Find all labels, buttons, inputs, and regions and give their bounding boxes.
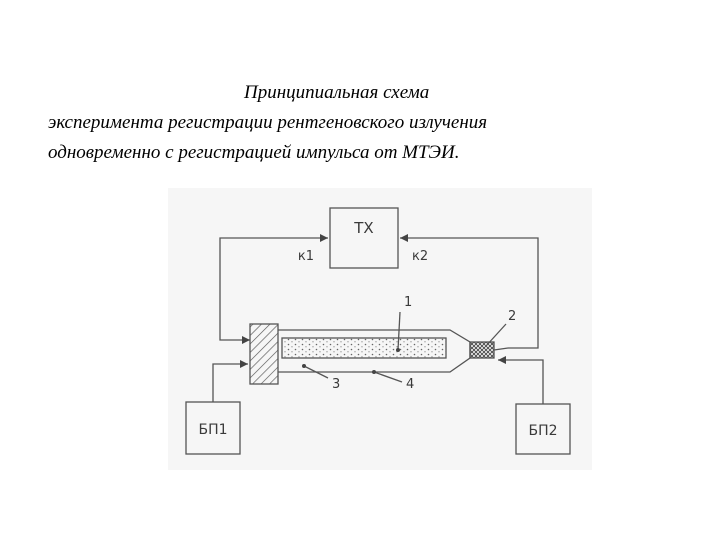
- arrow-bp2-icon: [498, 356, 506, 364]
- bp1-label: БП1: [198, 422, 227, 438]
- tx-label: ТХ: [353, 219, 373, 237]
- arrow-bp1-icon: [240, 360, 248, 368]
- dot-1: [396, 348, 400, 352]
- number-2: 2: [508, 309, 516, 324]
- wire-k2: [400, 237, 539, 349]
- diagram-caption: Принципиальная схема эксперимента регист…: [48, 78, 688, 168]
- wire-bp1: [212, 363, 248, 402]
- bp2-label: БП2: [528, 423, 557, 439]
- holder-block: [249, 323, 279, 385]
- schematic-sketch: ТХ к1 к2 БП1 БП2 1 2 3 4: [168, 188, 592, 470]
- wire-k1: [219, 237, 328, 341]
- wire-bp2: [498, 359, 544, 404]
- dot-4: [372, 370, 376, 374]
- number-4: 4: [406, 377, 414, 392]
- leader-4: [373, 371, 403, 383]
- leader-2: [485, 323, 507, 347]
- schematic-svg: ТХ к1 к2 БП1 БП2 1 2 3 4: [185, 207, 571, 455]
- number-3: 3: [332, 377, 340, 392]
- k2-label: к2: [412, 249, 428, 264]
- tx-box: [329, 207, 399, 269]
- arrow-holder-icon: [242, 336, 250, 344]
- dot-3: [302, 364, 306, 368]
- number-1: 1: [404, 295, 412, 310]
- arrow-k1-icon: [320, 234, 328, 242]
- arrow-k2-icon: [400, 234, 408, 242]
- caption-line-3: одновременно с регистрацией импульса от …: [48, 142, 460, 163]
- leader-3: [303, 365, 329, 379]
- tip-detector: [469, 341, 495, 359]
- leader-1: [397, 311, 401, 351]
- k1-label: к1: [298, 249, 314, 264]
- caption-line-1: Принципиальная схема: [244, 82, 430, 103]
- caption-line-2: эксперимента регистрации рентгеновского …: [48, 112, 488, 133]
- inner-cylinder: [281, 337, 447, 359]
